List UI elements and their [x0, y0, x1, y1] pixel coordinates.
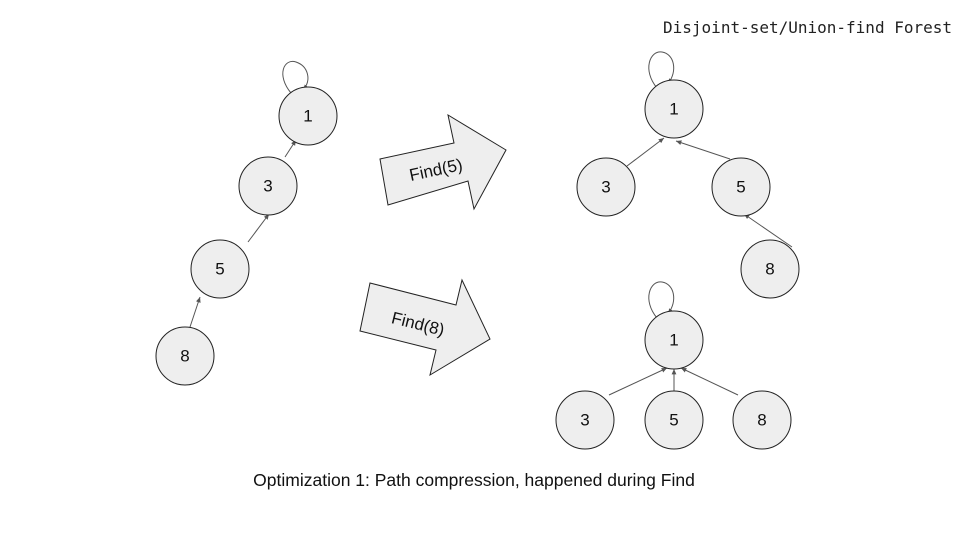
- edge-5-to-3: [247, 213, 270, 243]
- node-circle: [238, 156, 298, 216]
- node-circle: [732, 390, 792, 450]
- node-circle: [278, 86, 338, 146]
- edge-8-to-5: [189, 296, 201, 328]
- node-circle: [576, 157, 636, 217]
- node-circle: [644, 390, 704, 450]
- node-label: 8: [180, 347, 189, 366]
- node-label: 8: [757, 411, 766, 430]
- diagram-caption: Optimization 1: Path compression, happen…: [253, 470, 695, 490]
- node-label: 8: [765, 260, 774, 279]
- tree-node: 5: [190, 239, 250, 299]
- edge-3-to-1: [284, 139, 297, 158]
- arrow-shape: [379, 113, 507, 211]
- tree-node: 1: [644, 310, 704, 370]
- page-title: Disjoint-set/Union-find Forest: [663, 18, 952, 37]
- node-circle: [155, 326, 215, 386]
- tree-node: 3: [555, 390, 615, 450]
- node-circle: [644, 310, 704, 370]
- node-label: 1: [669, 100, 678, 119]
- node-circle: [644, 79, 704, 139]
- tree-node: 8: [155, 326, 215, 386]
- tree-node: 3: [576, 157, 636, 217]
- node-circle: [555, 390, 615, 450]
- self-loop-edge: [648, 51, 675, 89]
- tree-after-find-5: 1 3 5 8: [576, 51, 800, 299]
- edge-8-to-1: [680, 367, 739, 396]
- tree-node: 8: [740, 239, 800, 299]
- node-label: 3: [601, 178, 610, 197]
- node-label: 1: [669, 331, 678, 350]
- node-label: 5: [215, 260, 224, 279]
- node-circle: [190, 239, 250, 299]
- edge-3-to-1: [626, 137, 665, 167]
- node-label: 5: [669, 411, 678, 430]
- node-circle: [711, 157, 771, 217]
- tree-node: 8: [732, 390, 792, 450]
- tree-node: 5: [711, 157, 771, 217]
- tree-node: 1: [644, 79, 704, 139]
- find-5-arrow: Find(5): [379, 113, 507, 211]
- node-label: 3: [263, 177, 272, 196]
- node-label: 3: [580, 411, 589, 430]
- edge-8-to-5: [743, 213, 793, 248]
- self-loop-edge: [282, 60, 309, 94]
- tree-before: 1 3 5 8: [155, 60, 338, 386]
- arrow-shape: [359, 278, 491, 377]
- edge-5-to-1: [675, 140, 731, 160]
- tree-node: 3: [238, 156, 298, 216]
- tree-node: 5: [644, 390, 704, 450]
- tree-node: 1: [278, 86, 338, 146]
- self-loop-edge: [648, 281, 675, 319]
- tree-after-find-8: 1 3 5 8: [555, 281, 792, 450]
- node-label: 5: [736, 178, 745, 197]
- edge-3-to-1: [608, 367, 668, 396]
- find-8-arrow: Find(8): [359, 278, 491, 377]
- node-label: 1: [303, 107, 312, 126]
- node-circle: [740, 239, 800, 299]
